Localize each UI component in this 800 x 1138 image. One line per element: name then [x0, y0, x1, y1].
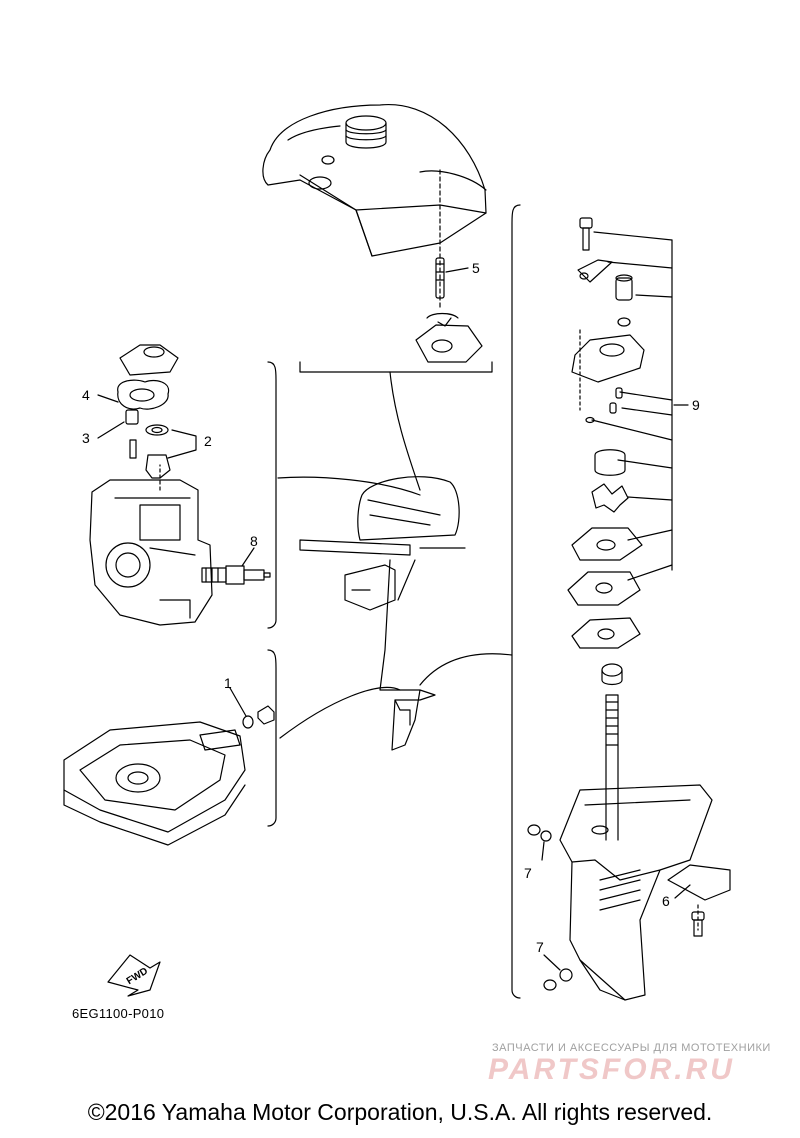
leader-3: [97, 421, 125, 439]
lower-unit-bracket: [511, 204, 521, 999]
crankcase-base: [63, 721, 246, 846]
callout-1: 1: [224, 675, 232, 691]
part-9-leader-lines: [591, 231, 673, 581]
leader-6: [674, 884, 691, 899]
copyright-notice: ©2016 Yamaha Motor Corporation, U.S.A. A…: [87, 1099, 713, 1125]
carburetor-body: [89, 464, 213, 626]
part-8-spark-plug: [201, 565, 271, 585]
callout-4: 4: [82, 387, 90, 403]
watermark-logo: PARTSFOR.RU: [488, 1053, 735, 1086]
connector-carb: [277, 476, 421, 496]
part-2-seat: [145, 424, 171, 479]
fwd-arrow-icon: [107, 954, 161, 997]
base-group-bracket: [267, 649, 277, 827]
connector-top: [389, 371, 421, 491]
callout-6: 6: [662, 893, 670, 909]
part-1-washer: [242, 705, 275, 729]
part-3-sleeve: [125, 409, 139, 459]
water-pump-parts: [567, 217, 645, 841]
leader-5: [445, 267, 469, 273]
part-7-plug-upper: [527, 824, 552, 842]
callout-9: 9: [692, 397, 700, 413]
callout-3: 3: [82, 430, 90, 446]
part-7-plug-lower: [543, 968, 573, 991]
callout-5: 5: [472, 260, 480, 276]
leader-7b: [543, 954, 561, 971]
leader-7a: [541, 841, 545, 861]
leader-8: [241, 547, 255, 567]
lower-case-housing: [559, 784, 713, 1001]
drawing-code: 6EG1100-P010: [72, 1006, 165, 1021]
top-cowling-part: [262, 104, 487, 311]
leader-1: [229, 687, 247, 717]
connector-lower: [419, 653, 513, 686]
top-group-bracket: [299, 361, 493, 373]
callout-7-lower: 7: [536, 939, 544, 955]
outboard-motor-outline: [299, 476, 466, 751]
callout-7-upper: 7: [524, 865, 532, 881]
watermark-subtitle: ЗАПЧАСТИ И АКСЕССУАРЫ ДЛЯ МОТОТЕХНИКИ: [492, 1042, 771, 1054]
carb-group-bracket: [267, 361, 277, 629]
part-6-plate: [667, 864, 731, 937]
callout-2: 2: [204, 433, 212, 449]
carb-cover-part: [117, 344, 179, 410]
leader-4: [97, 394, 119, 403]
leader-2: [167, 429, 197, 459]
part-5-bracket: [415, 324, 483, 363]
part-5-bolt: [426, 257, 459, 327]
connector-base: [279, 686, 401, 739]
callout-8: 8: [250, 533, 258, 549]
